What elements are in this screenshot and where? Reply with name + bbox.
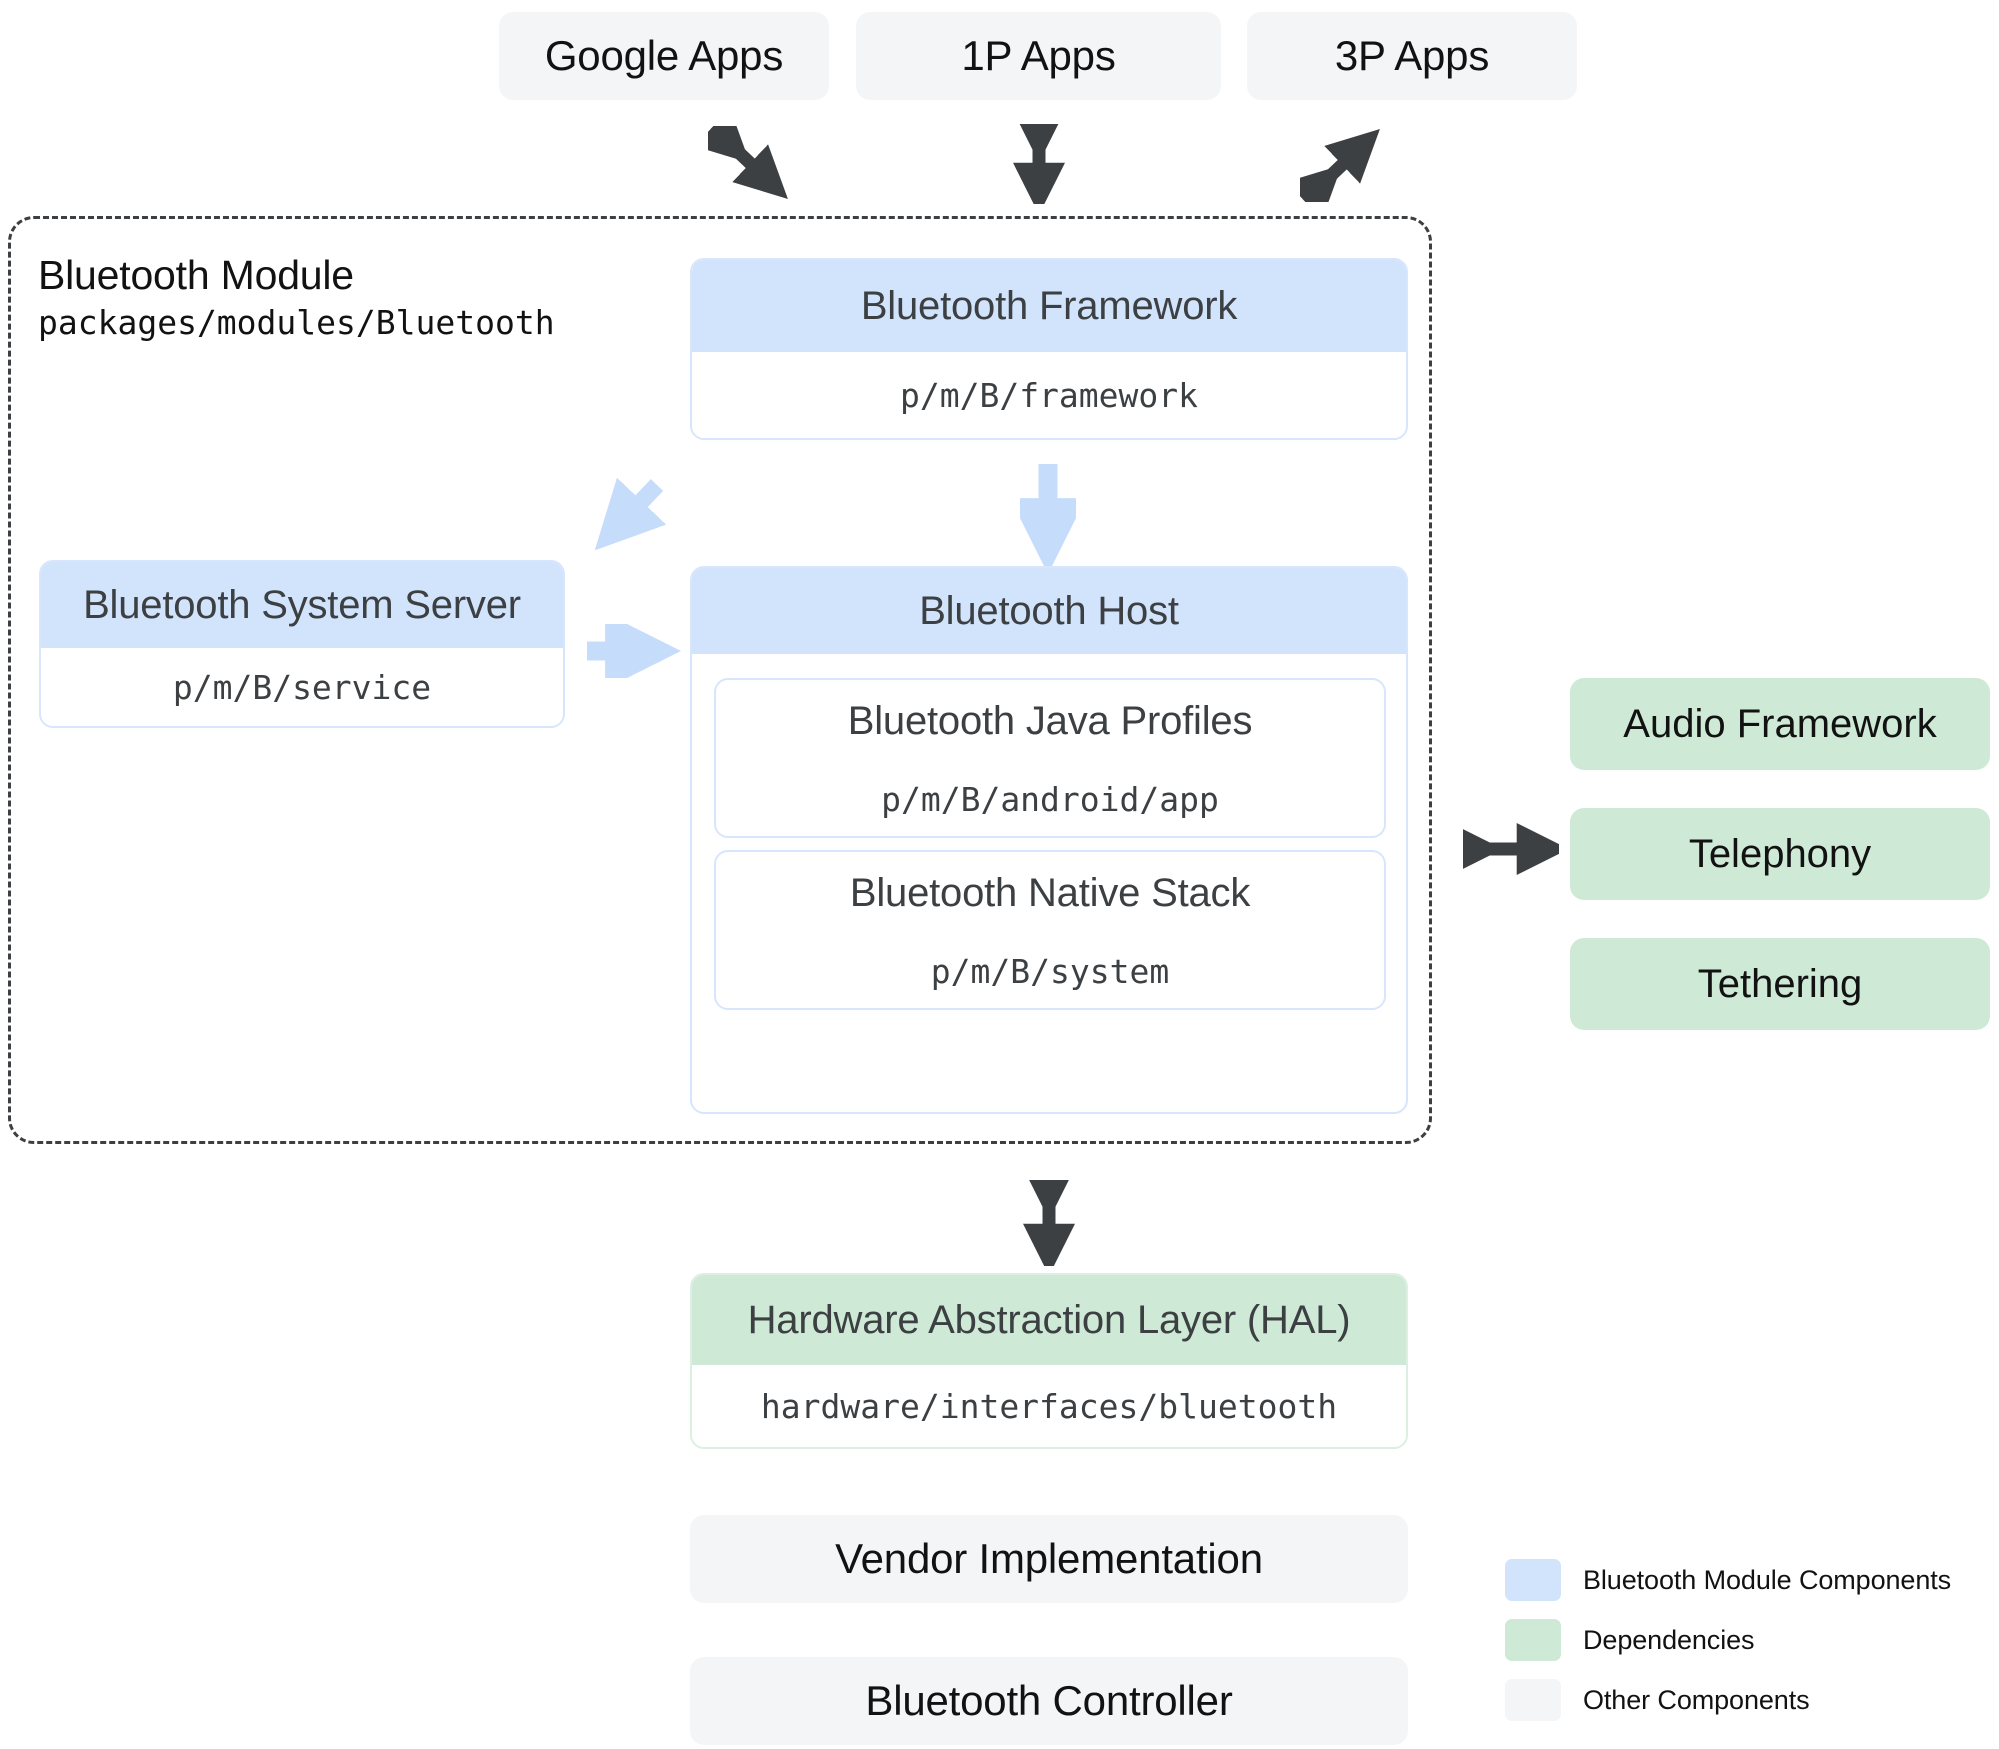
card-hardware-abstraction-layer[interactable]: Hardware Abstraction Layer (HAL) hardwar… bbox=[690, 1273, 1408, 1449]
box-label: Vendor Implementation bbox=[835, 1535, 1263, 1582]
app-box-label: Google Apps bbox=[544, 32, 784, 79]
app-box-label: 3P Apps bbox=[1334, 32, 1490, 79]
box-vendor-implementation[interactable]: Vendor Implementation bbox=[690, 1515, 1408, 1603]
box-bluetooth-controller[interactable]: Bluetooth Controller bbox=[690, 1657, 1408, 1745]
card-path: p/m/B/android/app bbox=[716, 762, 1384, 836]
legend-swatch-gray bbox=[1505, 1679, 1561, 1721]
card-title: Bluetooth Host bbox=[692, 568, 1406, 654]
double-arrow-vertical-icon bbox=[1012, 110, 1066, 215]
legend-swatch-blue bbox=[1505, 1559, 1561, 1601]
double-arrow-horizontal-icon bbox=[1450, 822, 1569, 876]
card-bluetooth-host[interactable]: Bluetooth Host Bluetooth Java Profiles p… bbox=[690, 566, 1408, 1114]
double-arrow-vertical-icon bbox=[1022, 1167, 1076, 1276]
arrow-down-icon bbox=[1010, 460, 1086, 575]
card-path: p/m/B/system bbox=[716, 934, 1384, 1008]
card-bluetooth-java-profiles[interactable]: Bluetooth Java Profiles p/m/B/android/ap… bbox=[714, 678, 1386, 838]
card-bluetooth-system-server[interactable]: Bluetooth System Server p/m/B/service bbox=[39, 560, 565, 728]
dependency-box-telephony[interactable]: Telephony bbox=[1570, 808, 1990, 900]
arrow-diagonal-sw-icon bbox=[585, 465, 685, 565]
double-arrow-diagonal-nesw-icon bbox=[1286, 126, 1386, 220]
dependency-box-audio-framework[interactable]: Audio Framework bbox=[1570, 678, 1990, 770]
card-path: hardware/interfaces/bluetooth bbox=[692, 1365, 1406, 1447]
card-title: Hardware Abstraction Layer (HAL) bbox=[692, 1275, 1406, 1365]
app-box-google-apps[interactable]: Google Apps bbox=[499, 12, 829, 100]
legend: Bluetooth Module Components Dependencies… bbox=[1505, 1559, 1951, 1739]
card-bluetooth-native-stack[interactable]: Bluetooth Native Stack p/m/B/system bbox=[714, 850, 1386, 1010]
bluetooth-module-container bbox=[8, 216, 1432, 1144]
card-path: p/m/B/framework bbox=[692, 352, 1406, 438]
legend-item-other-components: Other Components bbox=[1505, 1679, 1951, 1721]
legend-item-dependencies: Dependencies bbox=[1505, 1619, 1951, 1661]
card-bluetooth-framework[interactable]: Bluetooth Framework p/m/B/framework bbox=[690, 258, 1408, 440]
module-title: Bluetooth Module bbox=[38, 252, 354, 298]
legend-label: Dependencies bbox=[1583, 1624, 1755, 1655]
app-box-1p-apps[interactable]: 1P Apps bbox=[856, 12, 1221, 100]
dependency-label: Tethering bbox=[1697, 961, 1863, 1006]
module-path: packages/modules/Bluetooth bbox=[38, 303, 555, 342]
legend-item-module-components: Bluetooth Module Components bbox=[1505, 1559, 1951, 1601]
card-title: Bluetooth Native Stack bbox=[849, 870, 1251, 915]
box-label: Bluetooth Controller bbox=[865, 1677, 1233, 1724]
card-title: Bluetooth Framework bbox=[692, 260, 1406, 352]
card-title: Bluetooth System Server bbox=[41, 562, 563, 648]
arrow-right-icon bbox=[583, 613, 682, 689]
card-title: Bluetooth Java Profiles bbox=[847, 698, 1253, 743]
dependency-label: Telephony bbox=[1688, 831, 1872, 876]
card-path: p/m/B/service bbox=[41, 648, 563, 726]
legend-label: Other Components bbox=[1583, 1684, 1810, 1715]
double-arrow-diagonal-nwse-icon bbox=[694, 108, 794, 202]
dependency-box-tethering[interactable]: Tethering bbox=[1570, 938, 1990, 1030]
dependency-label: Audio Framework bbox=[1623, 701, 1937, 746]
app-box-3p-apps[interactable]: 3P Apps bbox=[1247, 12, 1577, 100]
legend-swatch-green bbox=[1505, 1619, 1561, 1661]
app-box-label: 1P Apps bbox=[961, 32, 1116, 79]
legend-label: Bluetooth Module Components bbox=[1583, 1564, 1952, 1595]
